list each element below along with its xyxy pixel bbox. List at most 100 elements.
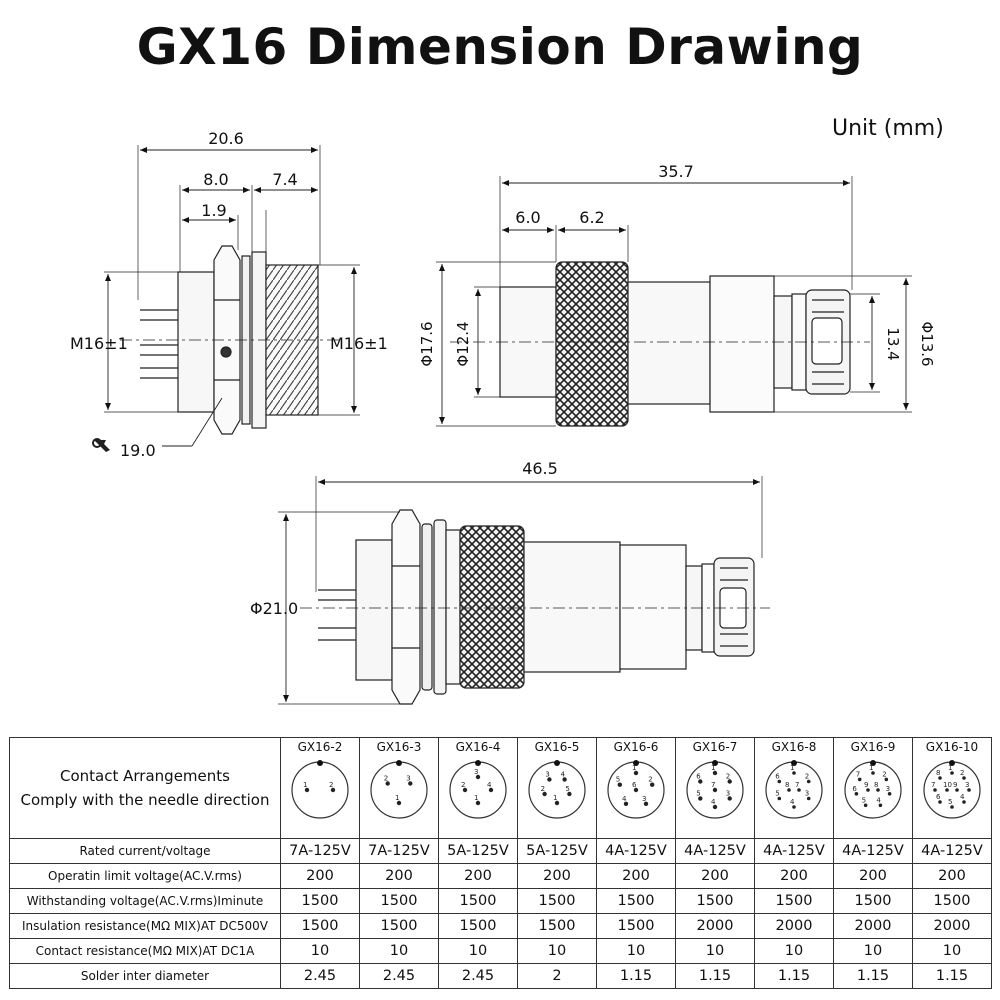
pin-number: 8 — [936, 769, 940, 777]
table-cell: 1500 — [517, 888, 597, 914]
pin-dot — [866, 788, 870, 792]
pin-dot — [806, 796, 811, 801]
pin-number: 9 — [953, 781, 957, 789]
pin-dot — [950, 771, 954, 775]
pin-number: 4 — [487, 781, 492, 789]
pin-number: 2 — [882, 770, 886, 778]
pin-dot — [562, 777, 567, 782]
table-cell: 200 — [517, 863, 597, 889]
key-notch — [396, 760, 402, 766]
table-cell: 2000 — [675, 913, 755, 939]
pin-number: 10 — [943, 781, 952, 789]
table-cell: 200 — [596, 863, 676, 889]
pin-number: 3 — [805, 790, 809, 798]
row-label: Rated current/voltage — [9, 838, 281, 864]
pin-number: 3 — [545, 771, 549, 779]
spec-table: Contact Arrangements Comply with the nee… — [9, 737, 992, 989]
connector-face-outline — [370, 761, 428, 819]
pin-dot — [792, 805, 796, 809]
key-notch — [791, 760, 797, 766]
pin-number: 2 — [648, 776, 652, 784]
pin-number: 3 — [474, 768, 478, 776]
pin-dot — [887, 792, 892, 796]
pin-number: 7 — [795, 781, 799, 789]
table-cell: 200 — [438, 863, 518, 889]
side-panel-view — [104, 145, 360, 447]
table-cell: 4A-125V — [912, 838, 992, 864]
pin-number: 3 — [406, 775, 410, 783]
table-cell: 1500 — [833, 888, 913, 914]
pin-dot — [330, 787, 336, 793]
table-cell: 4A-125V — [754, 838, 834, 864]
pin-number: 3 — [886, 785, 890, 793]
pin-number: 6 — [852, 785, 857, 793]
pin-dot — [955, 788, 959, 792]
pin-dot — [475, 774, 481, 780]
pin-number: 2 — [960, 769, 964, 777]
plug-view — [436, 176, 912, 427]
table-cell: 1.15 — [596, 963, 676, 989]
row-label: Contact resistance(MΩ MIX)AT DC1A — [9, 938, 281, 964]
pin-number: 1 — [790, 764, 794, 772]
pin-dot — [542, 791, 547, 797]
pin-dot — [967, 788, 971, 792]
table-cell: 5A-125V — [517, 838, 597, 864]
pin-number: 1 — [711, 764, 715, 772]
table-cell: 200 — [675, 863, 755, 889]
table-header-row: Contact Arrangements Comply with the nee… — [9, 737, 992, 839]
pin-dot — [698, 796, 703, 801]
pin-number: 6 — [632, 781, 637, 789]
pin-number: 4 — [876, 796, 881, 804]
pin-number: 7 — [931, 781, 935, 789]
pin-dot — [633, 770, 639, 776]
table-cell: 4A-125V — [596, 838, 676, 864]
pin-number: 1 — [395, 794, 399, 802]
pin-number: 3 — [642, 795, 646, 803]
pin-dot — [878, 803, 883, 808]
table-cell: 4A-125V — [675, 838, 755, 864]
header-label-line2: Comply with the needle direction — [20, 791, 270, 809]
table-cell: 1.15 — [754, 963, 834, 989]
pin-number: 1 — [474, 794, 478, 802]
pin-dot — [304, 787, 310, 793]
contact-arrangements-label: Contact Arrangements Comply with the nee… — [9, 737, 281, 839]
row-label: Withstanding voltage(AC.V.rms)Iminute — [9, 888, 281, 914]
pin-dot — [938, 800, 942, 804]
pin-dot — [950, 805, 954, 809]
pin-number: 5 — [862, 796, 866, 804]
dim-plug-length: 35.7 — [658, 162, 694, 181]
pin-number: 4 — [561, 771, 566, 779]
pin-number: 4 — [622, 795, 627, 803]
pin-number: 7 — [711, 781, 715, 789]
table-cell: 1500 — [359, 888, 439, 914]
unit-label: Unit (mm) — [832, 116, 944, 141]
table-cell: 1.15 — [675, 963, 755, 989]
assembly-view — [278, 476, 770, 705]
pin-number: 2 — [329, 781, 333, 789]
table-cell: 10 — [754, 938, 834, 964]
table-cell: 7A-125V — [359, 838, 439, 864]
pin-dot — [547, 777, 552, 782]
pin-dot — [488, 787, 494, 793]
dim-assembly-dia: Φ21.0 — [250, 599, 298, 618]
pin-dot — [787, 788, 791, 792]
dim-thread-right: M16±1 — [330, 334, 388, 353]
table-cell: 1500 — [675, 888, 755, 914]
pin-dot — [797, 788, 801, 792]
table-cell: 2000 — [754, 913, 834, 939]
